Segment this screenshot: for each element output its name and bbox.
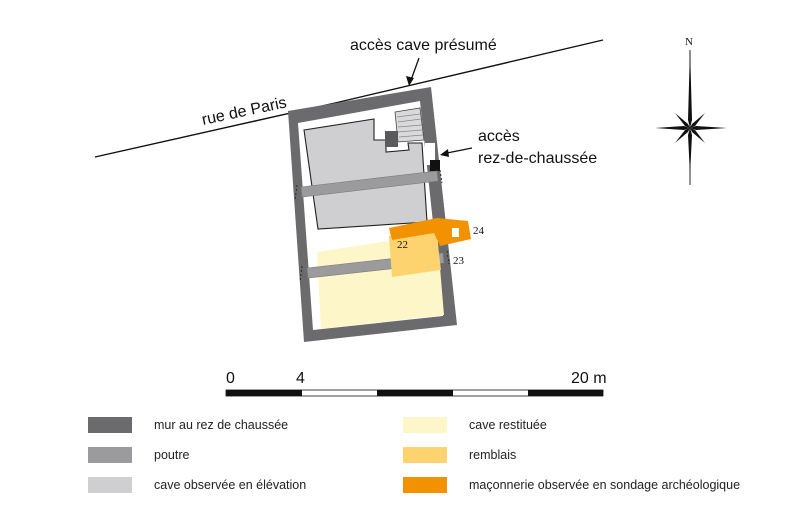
masonry-area (389, 218, 471, 246)
north-label: N (685, 36, 693, 48)
staircase (394, 107, 425, 143)
sondage-24-label: 24 (473, 225, 485, 237)
scale-label-0: 0 (226, 370, 235, 387)
scale-label-20: 20 m (571, 370, 607, 387)
access-ground-arrow (446, 147, 473, 154)
access-cellar-arrowhead (406, 76, 414, 86)
sondage-23-label: 23 (453, 255, 465, 267)
access-cellar-arrow (410, 57, 420, 81)
scale-bar (225, 389, 604, 397)
beam-end-markers (294, 169, 450, 283)
compass-rose (655, 48, 727, 185)
scale-bar-segment-1 (226, 390, 302, 396)
pillar (385, 131, 398, 147)
cellar-observed-area (303, 118, 428, 230)
access-ground-label-1: accès (478, 128, 520, 145)
scale-bar-segment-2 (377, 390, 453, 396)
access-ground-arrowhead (440, 149, 449, 157)
access-ground-label-2: rez-de-chaussée (478, 150, 597, 167)
masonry-sample (452, 228, 459, 237)
sondage-22-label: 22 (397, 239, 408, 251)
scale-label-4: 4 (296, 370, 305, 387)
beam-upper (300, 170, 439, 198)
access-cellar-label: accès cave présumé (350, 37, 497, 54)
ground-door-jamb (430, 160, 440, 171)
scale-bar-segment-3 (528, 390, 603, 396)
ground-door-gap (425, 143, 435, 165)
street-line (94, 39, 604, 158)
fill-area (389, 230, 441, 277)
